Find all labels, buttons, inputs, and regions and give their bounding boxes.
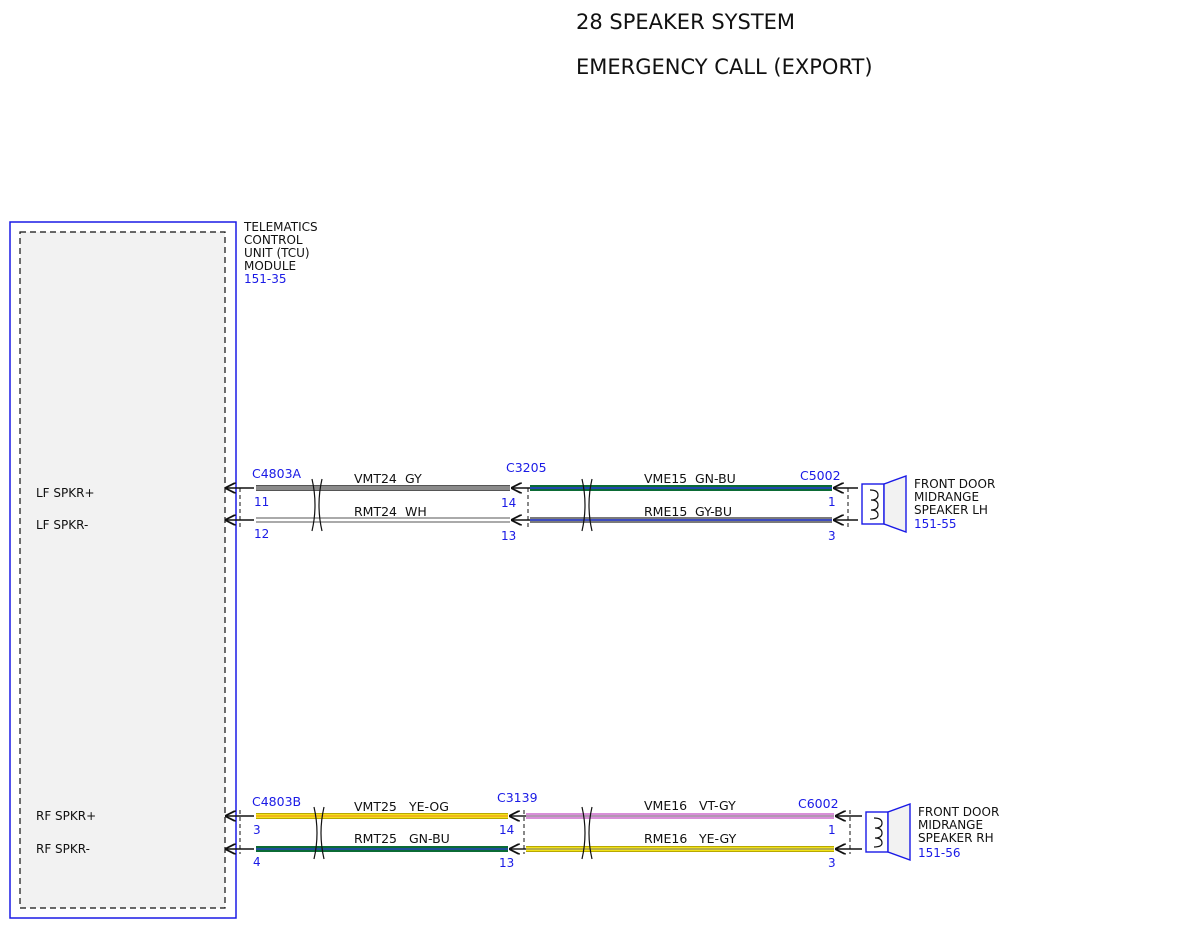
- tcu-ref: 151-35: [244, 272, 287, 286]
- lf-seg2-neg-color: GY-BU: [695, 504, 732, 519]
- speaker-coil-icon: [869, 489, 879, 520]
- rf-seg1-neg-circuit: RMT25: [354, 831, 397, 846]
- rf-speaker-pin-pos: 1: [828, 823, 836, 837]
- connector-c5002: C5002: [800, 468, 841, 483]
- speaker-lh[interactable]: [861, 475, 907, 533]
- rf-twisted-pair-1: [313, 806, 325, 860]
- speaker-rh[interactable]: [865, 803, 911, 861]
- lf-seg2-pos-circuit: VME15: [644, 471, 687, 486]
- connector-c3139: C3139: [497, 790, 538, 805]
- rf-seg2-pos-circuit: VME16: [644, 798, 687, 813]
- lf-inline-pin-pos: 14: [501, 496, 516, 510]
- rf-seg1-pos-circuit: VMT25: [354, 799, 397, 814]
- rf-module-pin-pos: 3: [253, 823, 261, 837]
- tcu-name-line-1: TELEMATICS: [243, 220, 318, 234]
- lf-seg2-neg-circuit: RME15: [644, 504, 687, 519]
- rf-seg2-neg-circuit: RME16: [644, 831, 687, 846]
- speaker-rh-ref: 151-56: [918, 846, 961, 860]
- connector-c4803b: C4803B: [252, 794, 301, 809]
- speaker-lh-name-line-2: MIDRANGE: [914, 490, 979, 504]
- lf-inline-pin-neg: 13: [501, 529, 516, 543]
- rf-seg2-pos-color: VT-GY: [699, 798, 736, 813]
- speaker-rh-name-line-3: SPEAKER RH: [918, 831, 994, 845]
- speaker-coil-icon: [873, 817, 883, 848]
- tcu-module[interactable]: [9, 221, 237, 919]
- lf-circuit: [226, 475, 907, 533]
- lf-seg1-pos-color: GY: [405, 471, 422, 486]
- speaker-lh-name-line-3: SPEAKER LH: [914, 503, 988, 517]
- rf-seg1-pos-color: YE-OG: [408, 799, 449, 814]
- rf-inline-pin-pos: 14: [499, 823, 514, 837]
- lf-seg1-neg-color: WH: [405, 504, 427, 519]
- rf-twisted-pair-2: [581, 806, 593, 860]
- pin-label-rf-pos: RF SPKR+: [36, 809, 96, 823]
- tcu-name-line-3: UNIT (TCU): [244, 246, 310, 260]
- pin-label-lf-pos: LF SPKR+: [36, 486, 95, 500]
- rf-seg2-neg-color: YE-GY: [698, 831, 737, 846]
- pin-label-lf-neg: LF SPKR-: [36, 518, 88, 532]
- diagram-subtitle: EMERGENCY CALL (EXPORT): [576, 55, 873, 79]
- speaker-rh-name-line-1: FRONT DOOR: [918, 805, 999, 819]
- lf-seg2-pos-color: GN-BU: [695, 471, 736, 486]
- speaker-lh-name-line-1: FRONT DOOR: [914, 477, 995, 491]
- lf-seg1-neg-circuit: RMT24: [354, 504, 397, 519]
- lf-speaker-pin-pos: 1: [828, 495, 836, 509]
- rf-circuit: [226, 803, 911, 861]
- lf-speaker-pin-neg: 3: [828, 529, 836, 543]
- diagram-title: 28 SPEAKER SYSTEM: [576, 10, 796, 34]
- lf-module-pin-neg: 12: [254, 527, 269, 541]
- rf-seg1-neg-color: GN-BU: [409, 831, 450, 846]
- tcu-name-line-2: CONTROL: [244, 233, 303, 247]
- lf-seg1-pos-circuit: VMT24: [354, 471, 397, 486]
- lf-twisted-pair-2: [581, 478, 593, 532]
- rf-inline-pin-neg: 13: [499, 856, 514, 870]
- tcu-module-inner: [19, 231, 226, 909]
- connector-c6002: C6002: [798, 796, 839, 811]
- speaker-lh-ref: 151-55: [914, 517, 957, 531]
- lf-module-pin-pos: 11: [254, 495, 269, 509]
- speaker-rh-name-line-2: MIDRANGE: [918, 818, 983, 832]
- connector-c4803a: C4803A: [252, 466, 302, 481]
- rf-speaker-pin-neg: 3: [828, 856, 836, 870]
- tcu-name-line-4: MODULE: [244, 259, 296, 273]
- rf-module-pin-neg: 4: [253, 855, 261, 869]
- pin-label-rf-neg: RF SPKR-: [36, 842, 90, 856]
- connector-c3205: C3205: [506, 460, 547, 475]
- lf-twisted-pair-1: [311, 478, 323, 532]
